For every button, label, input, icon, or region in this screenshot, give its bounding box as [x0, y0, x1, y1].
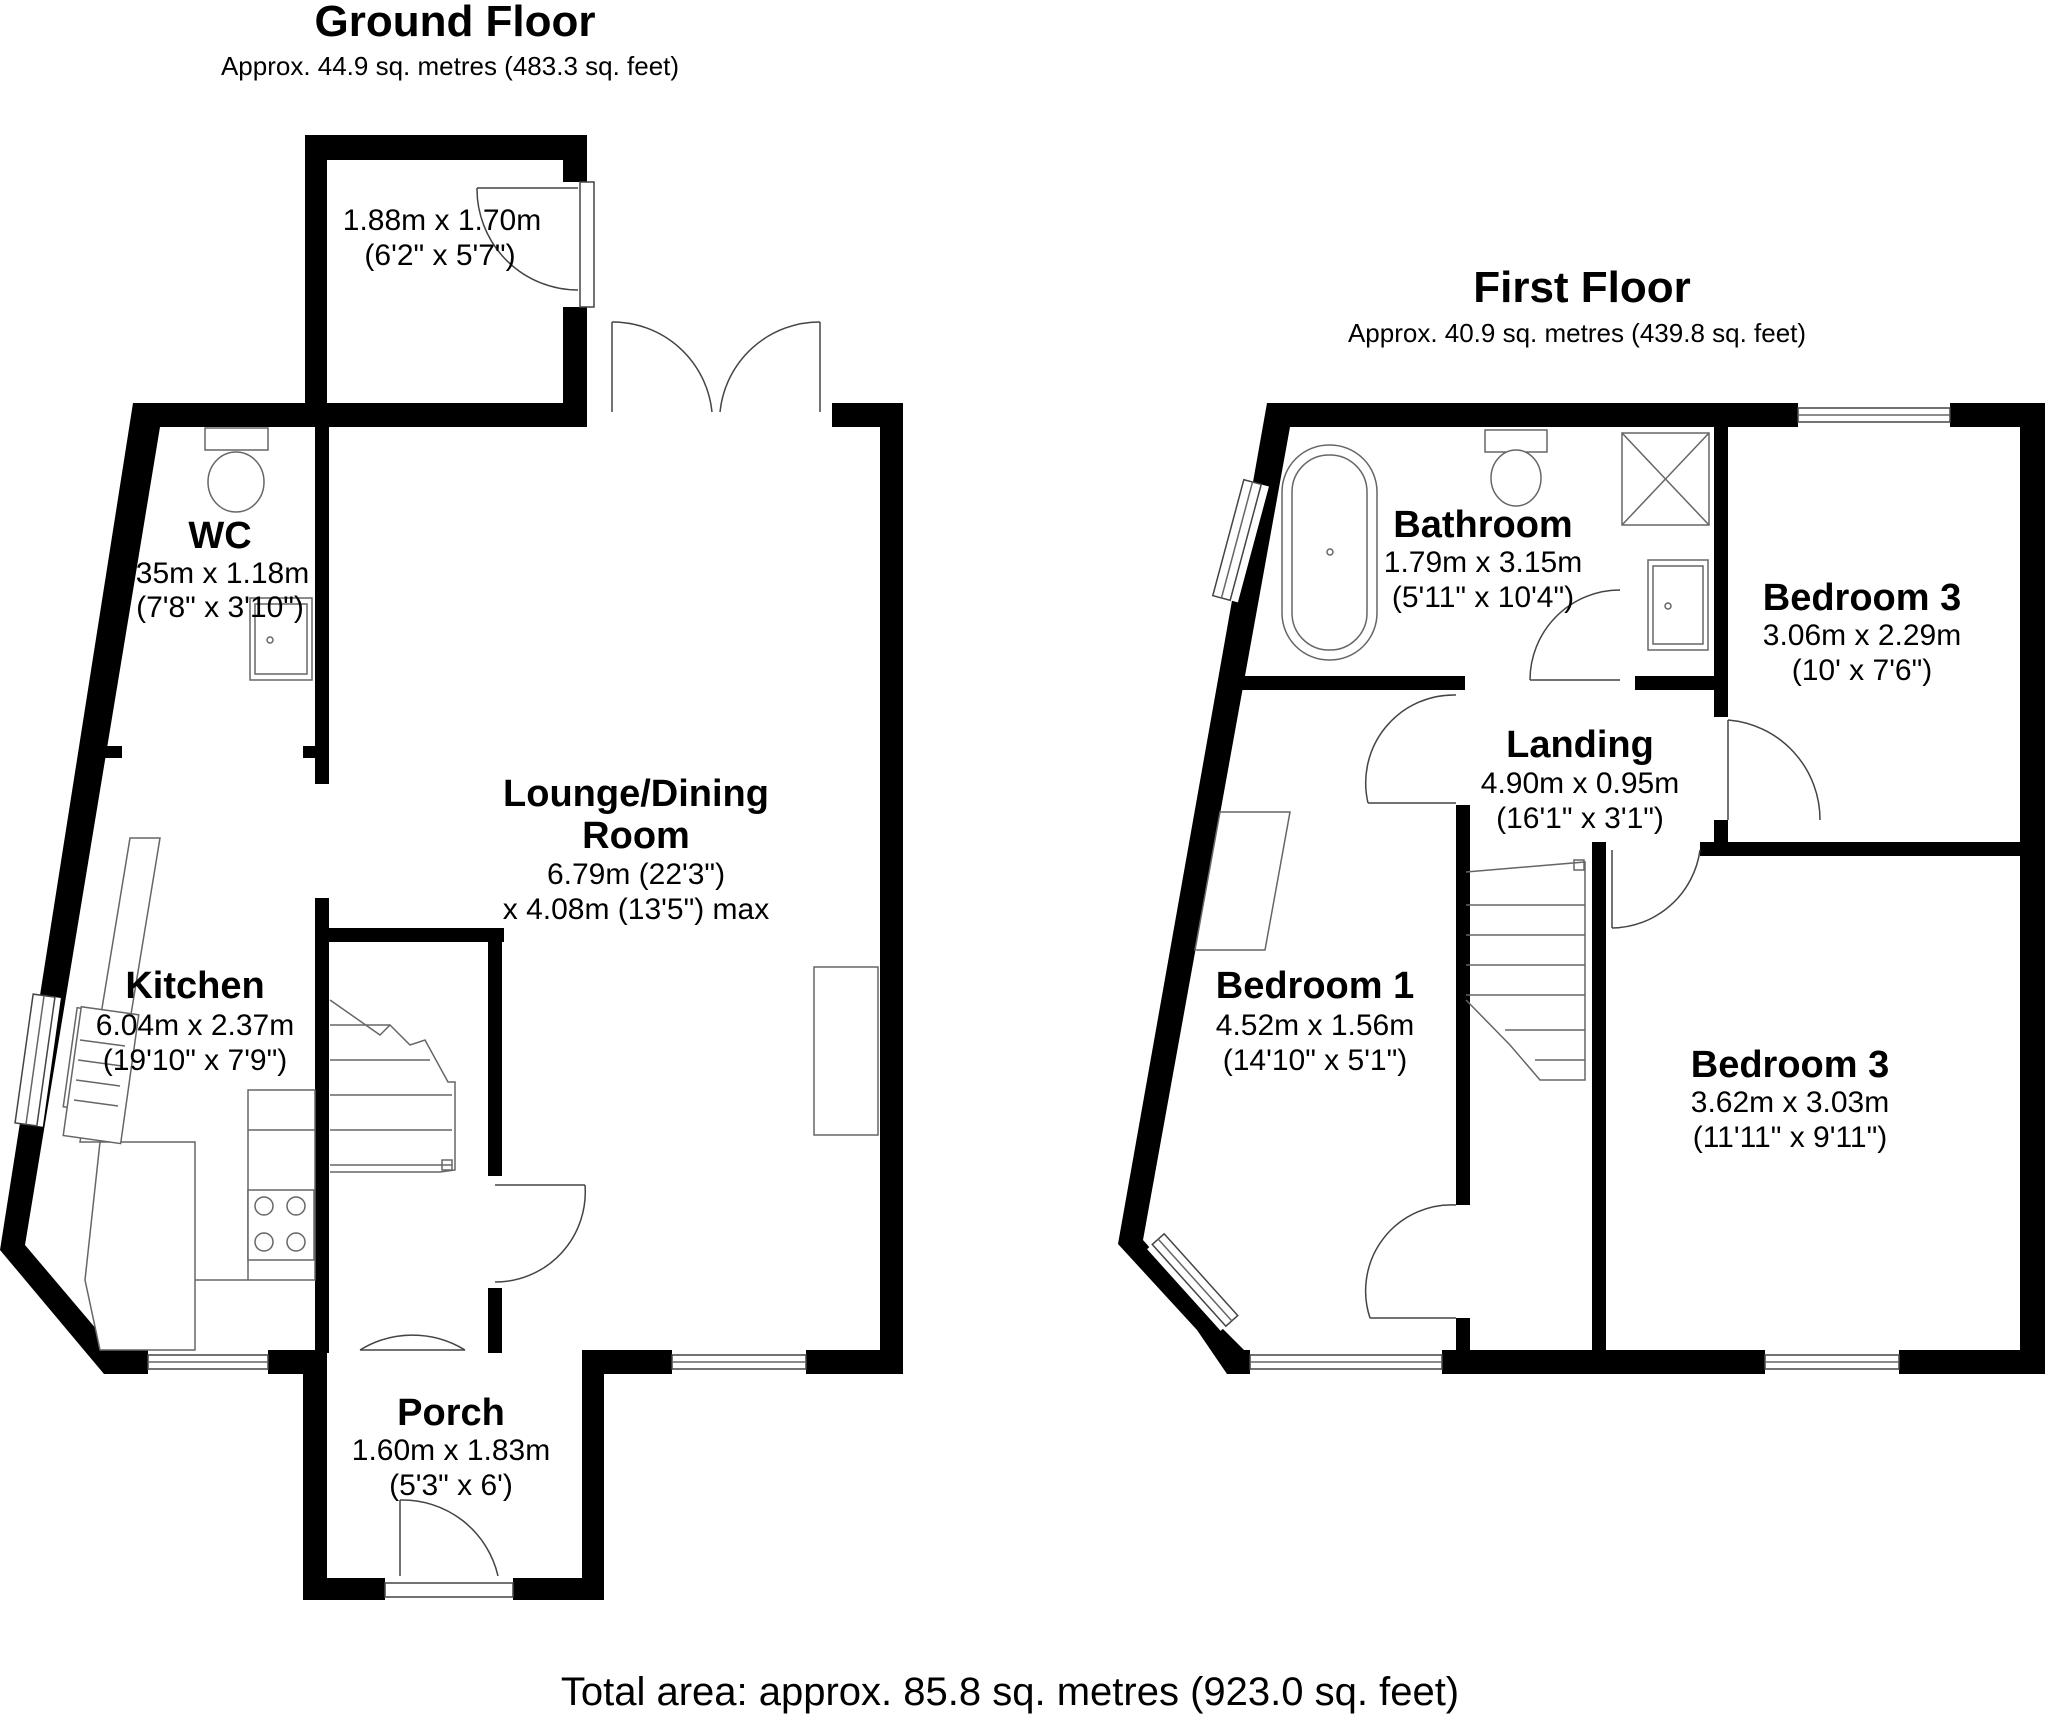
bedroom1-lower-door-swing — [1364, 1204, 1457, 1319]
porch-lounge-wall — [488, 1288, 502, 1353]
bedroom3-bottom-name: Bedroom 3 — [1691, 1044, 1889, 1086]
store-dim-ft: (6'2" x 5'7") — [364, 239, 515, 272]
wc-lounge-wall — [315, 427, 329, 784]
ground-floor-title: Ground Floor — [314, 0, 595, 46]
stair-bedroom3-wall — [1592, 842, 1606, 1350]
kitchen-side-window — [14, 993, 56, 1127]
store-dim-m: 1.88m x 1.70m — [343, 204, 541, 237]
bedroom1-front-window — [1249, 1354, 1443, 1370]
total-area: Total area: approx. 85.8 sq. metres (923… — [561, 1670, 1459, 1714]
stair-top-wall — [329, 928, 504, 942]
wc-dim-m: 2.35m x 1.18m — [111, 557, 309, 590]
first-floor-plan — [1118, 401, 2045, 1376]
kitchen-worktop-right — [84, 1089, 316, 1351]
bathroom-bottom-wall — [1240, 676, 1465, 690]
ground-floor-area: Approx. 44.9 sq. metres (483.3 sq. feet) — [221, 51, 679, 81]
bathroom-name: Bathroom — [1393, 504, 1572, 546]
store-door-swing — [476, 187, 579, 291]
bathroom-bottom-wall-right — [1635, 676, 1715, 690]
french-doors-swing — [611, 321, 821, 413]
ground-floor-plan — [0, 135, 903, 1602]
bedroom1-name: Bedroom 1 — [1216, 965, 1414, 1007]
porch-front-door-frame — [384, 1582, 514, 1598]
wc-dim-ft: (7'8" x 3'10") — [136, 591, 304, 624]
bathroom-dim-ft: (5'11" x 10'4") — [1392, 581, 1574, 614]
kitchen-front-window — [147, 1354, 269, 1370]
bedroom3-bottom-door-swing — [1611, 849, 1701, 929]
bathroom-bath — [1281, 444, 1378, 661]
kitchen-dim-m: 6.04m x 2.37m — [96, 1009, 294, 1042]
landing-name: Landing — [1506, 724, 1654, 766]
bedroom3-top-door-swing — [1727, 719, 1821, 821]
landing-bedroom1-wall-low — [1456, 1318, 1470, 1350]
stair-right-wall — [488, 928, 502, 1176]
lounge-dim-line2: x 4.08m (13'5") max — [503, 893, 769, 926]
kitchen-name: Kitchen — [125, 965, 264, 1007]
kitchen-dim-ft: (19'10" x 7'9") — [103, 1044, 288, 1077]
wc-wall-stub-left — [104, 746, 122, 758]
bedroom3-bottom-dim-ft: (11'11" x 9'11") — [1693, 1121, 1888, 1154]
french-door-gap — [587, 401, 832, 429]
porch-outer-door-swing — [399, 1499, 499, 1577]
bedroom3-top-dim-ft: (10' x 7'6") — [1792, 654, 1933, 687]
bathroom-basin — [1647, 559, 1709, 651]
lounge-name-line1: Lounge/Dining — [503, 773, 769, 815]
wc-name: WC — [188, 515, 251, 557]
bedroom3-bottom-dim-m: 3.62m x 3.03m — [1691, 1086, 1889, 1119]
bedroom3-top-window — [1797, 407, 1951, 423]
bathroom-bedroom3-wall — [1714, 427, 1728, 717]
wc-basin — [249, 597, 313, 681]
kitchen-hob — [247, 1189, 315, 1261]
porch-dim-ft: (5'3" x 6') — [389, 1469, 513, 1502]
bedroom3-top-name: Bedroom 3 — [1763, 577, 1961, 619]
ground-floor-stairs — [329, 999, 456, 1173]
store-bottom-wall — [305, 403, 587, 427]
lounge-door-swing — [494, 1184, 587, 1283]
lounge-dim-line1: 6.79m (22'3") — [547, 858, 725, 891]
bedroom1-door-swing — [1364, 694, 1457, 804]
porch-dim-m: 1.60m x 1.83m — [352, 1434, 550, 1467]
store-door-frame — [579, 181, 595, 308]
bedroom3-top-left-wall — [1714, 820, 1728, 842]
bathroom-toilet — [1484, 429, 1548, 507]
wc-wall-stub-right — [303, 746, 319, 758]
bathroom-dim-m: 1.79m x 3.15m — [1384, 546, 1582, 579]
lounge-chimney-breast — [813, 966, 879, 1136]
wc-toilet — [204, 427, 269, 513]
landing-bedroom1-wall — [1456, 805, 1470, 1205]
bedroom1-dim-ft: (14'10" x 5'1") — [1223, 1044, 1408, 1077]
porch-inner-door-swing — [359, 1334, 466, 1351]
bedroom3-top-dim-m: 3.06m x 2.29m — [1763, 619, 1961, 652]
first-floor-area: Approx. 40.9 sq. metres (439.8 sq. feet) — [1348, 318, 1806, 348]
bedroom1-wardrobe — [1194, 811, 1291, 951]
landing-dim-m: 4.90m x 0.95m — [1481, 767, 1679, 800]
bath-side-window — [1211, 478, 1263, 602]
bedroom3-top-lower-wall — [1700, 842, 2020, 856]
bedroom1-dim-m: 4.52m x 1.56m — [1216, 1009, 1414, 1042]
bathroom-shower — [1621, 432, 1710, 526]
landing-dim-ft: (16'1" x 3'1") — [1496, 802, 1664, 835]
labels: Ground Floor Approx. 44.9 sq. metres (48… — [96, 0, 1961, 1714]
lounge-front-window — [671, 1354, 807, 1370]
kitchen-sink — [62, 1005, 140, 1145]
first-floor-stairs — [1465, 859, 1586, 1081]
bathroom-door-swing — [1529, 589, 1621, 681]
bedroom1-bay-window — [1151, 1232, 1239, 1328]
first-floor-title: First Floor — [1473, 263, 1691, 312]
porch-name: Porch — [397, 1392, 505, 1434]
lounge-name-line2: Room — [582, 815, 690, 857]
bedroom3-front-window — [1764, 1354, 1900, 1370]
kitchen-lounge-wall — [315, 898, 329, 1353]
